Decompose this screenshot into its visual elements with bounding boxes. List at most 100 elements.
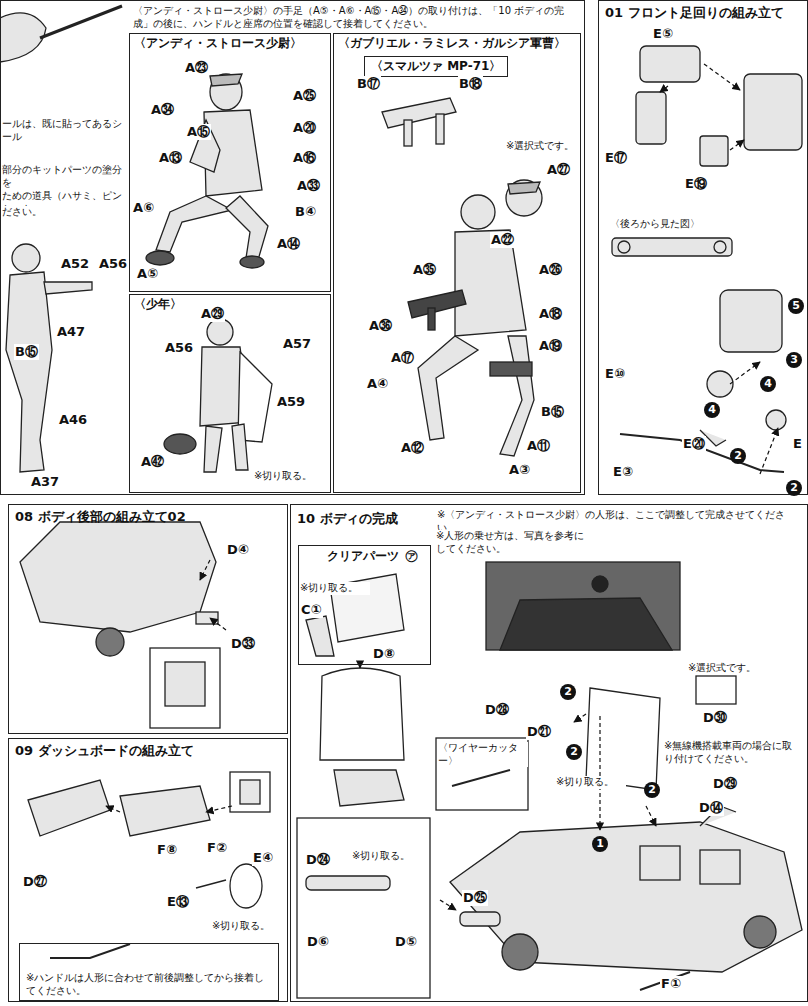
part-number: E⑤ bbox=[652, 26, 674, 42]
note-text: ※ハンドルは人形に合わせて前後調整してから接着してください。 bbox=[26, 972, 274, 997]
weapon-tab: 〈スマルツァ MP-71〉 bbox=[364, 56, 508, 77]
part-number: A㉝ bbox=[296, 178, 321, 194]
note-text: ※切り取る。 bbox=[300, 582, 370, 595]
part-number: A⑳ bbox=[292, 120, 317, 136]
note-text: ※切り取る。 bbox=[352, 850, 422, 863]
part-number: C① bbox=[300, 602, 323, 618]
part-number: A⑥ bbox=[132, 200, 155, 216]
part-number: A⑪ bbox=[526, 438, 551, 454]
part-number: A⑫ bbox=[400, 440, 425, 456]
callout-number: 1 bbox=[592, 836, 608, 852]
part-number: B④ bbox=[294, 204, 317, 220]
panel-heading: 〈スマルツァ MP-71〉 bbox=[371, 59, 501, 74]
part-number: A57 bbox=[282, 336, 312, 352]
panel-heading: 〈少年〉 bbox=[134, 297, 328, 312]
part-number: A⑬ bbox=[158, 150, 183, 166]
part-number: D⑥ bbox=[306, 934, 330, 950]
part-number: E⑲ bbox=[684, 176, 708, 192]
callout-number: 4 bbox=[760, 376, 776, 392]
part-number: F② bbox=[206, 840, 228, 856]
part-number: D㉑ bbox=[526, 724, 552, 740]
step-panel: 09 ダッシュボードの組み立て ※ハンドルは人形に合わせて前後調整してから接着して… bbox=[8, 738, 288, 1002]
note-text: ※無線機搭載車両の場合に取り付けてください。 bbox=[664, 740, 802, 765]
part-number: E bbox=[792, 436, 803, 452]
part-number: E⑳ bbox=[682, 436, 706, 452]
panel-heading: 09 ダッシュボードの組み立て bbox=[15, 743, 281, 759]
part-number: A⑮ bbox=[186, 124, 211, 140]
part-number: A56 bbox=[98, 256, 128, 272]
callout-number: 2 bbox=[566, 744, 582, 760]
note-text: ※人形の乗せ方は、写真を参考にしてください。 bbox=[436, 530, 586, 555]
part-number: D㉘ bbox=[484, 702, 510, 718]
part-number: A⑲ bbox=[538, 338, 563, 354]
part-number: B⑰ bbox=[356, 76, 381, 92]
part-number: B⑮ bbox=[540, 404, 565, 420]
panel-heading: 〈ガブリエル・ラミレス・ガルシア軍曹〉 bbox=[338, 36, 578, 51]
note-text: ールは、既に貼ってあるシール bbox=[2, 118, 124, 143]
part-number: A㉟ bbox=[412, 262, 437, 278]
note-text: 部分のキットパーツの塗分を bbox=[2, 164, 124, 189]
part-number: A52 bbox=[60, 256, 90, 272]
part-number: A47 bbox=[56, 324, 86, 340]
part-number: E⑰ bbox=[604, 150, 628, 166]
part-number: ㋐ bbox=[404, 548, 419, 564]
part-number: A㊷ bbox=[140, 454, 165, 470]
callout-number: 4 bbox=[704, 402, 720, 418]
part-number: D⑧ bbox=[372, 646, 396, 662]
part-number: D㉙ bbox=[712, 776, 738, 792]
part-number: D㉕ bbox=[462, 890, 488, 906]
note-text: 〈後ろから見た図〉 bbox=[610, 218, 730, 231]
part-number: D㉗ bbox=[22, 874, 48, 890]
callout-number: 2 bbox=[786, 480, 802, 496]
part-number: A37 bbox=[30, 474, 60, 490]
part-number: E⑩ bbox=[604, 366, 626, 382]
part-number: D⑭ bbox=[698, 800, 724, 816]
part-number: A④ bbox=[366, 376, 389, 392]
caution-box: ※ハンドルは人形に合わせて前後調整してから接着してください。 bbox=[19, 943, 279, 1001]
part-number: A56 bbox=[164, 340, 194, 356]
note-text: ※切り取る。 bbox=[212, 920, 282, 933]
part-number: B⑱ bbox=[458, 76, 483, 92]
callout-number: 3 bbox=[786, 352, 802, 368]
note-text: ※選択式です。 bbox=[688, 662, 768, 675]
part-number: A⑰ bbox=[390, 350, 415, 366]
part-number: E④ bbox=[252, 850, 274, 866]
callout-number: 2 bbox=[560, 684, 576, 700]
part-number: D㉔ bbox=[305, 852, 331, 868]
part-number: D⑤ bbox=[394, 934, 418, 950]
part-number: A㉞ bbox=[150, 102, 175, 118]
callout-number: 2 bbox=[730, 448, 746, 464]
note-text: 〈アンディ・ストロース少尉〉の手足（A⑤・A⑥・A⑮・A㉞）の取り付けは、「10… bbox=[133, 5, 579, 30]
part-number: A㉗ bbox=[546, 162, 571, 178]
panel-heading: 〈アンディ・ストロース少尉〉 bbox=[134, 36, 328, 51]
part-number: A⑱ bbox=[538, 306, 563, 322]
step-panel: 08 ボディ後部の組み立て02 bbox=[8, 504, 288, 734]
part-number: A⑤ bbox=[136, 266, 159, 282]
part-number: F⑧ bbox=[156, 842, 178, 858]
note-text: ※切り取る。 bbox=[556, 776, 626, 789]
part-number: A46 bbox=[58, 412, 88, 428]
part-number: E③ bbox=[612, 464, 634, 480]
part-number: A㊱ bbox=[368, 318, 393, 334]
note-text: ださい。 bbox=[2, 206, 122, 219]
part-number: A③ bbox=[508, 462, 531, 478]
note-text: ※切り取る。 bbox=[254, 470, 324, 483]
part-number: A59 bbox=[276, 394, 306, 410]
part-number: A⑯ bbox=[292, 150, 317, 166]
panel-heading: 01 フロント足回りの組み立て bbox=[605, 5, 805, 21]
note-text: ※選択式です。 bbox=[506, 140, 576, 153]
part-number: A㉙ bbox=[200, 306, 225, 322]
part-number: A⑭ bbox=[276, 236, 301, 252]
callout-number: 2 bbox=[644, 782, 660, 798]
part-number: A㉒ bbox=[490, 232, 515, 248]
step-panel: 01 フロント足回りの組み立て bbox=[598, 0, 808, 495]
part-number: E⑬ bbox=[166, 894, 190, 910]
panel-heading: 08 ボディ後部の組み立て02 bbox=[15, 509, 281, 525]
part-number: D㉝ bbox=[230, 636, 256, 652]
part-number: F① bbox=[660, 976, 682, 992]
note-text: 〈ワイヤーカッター〉 bbox=[438, 742, 528, 767]
part-number: A㉓ bbox=[184, 60, 209, 76]
part-number: A㉖ bbox=[538, 262, 563, 278]
part-number: A㉕ bbox=[292, 88, 317, 104]
